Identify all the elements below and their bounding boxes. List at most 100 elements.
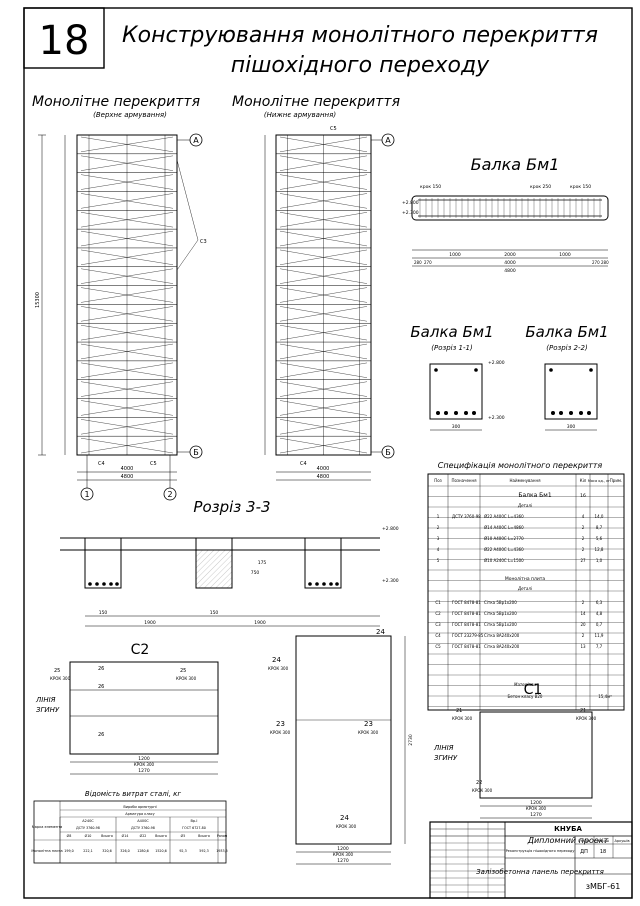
steel-std-1: ДСТУ 3760-98 [76,826,100,830]
section-1-title: Балка Бм1 [410,323,493,341]
sheet-title-line-2: пішохідного переходу [231,53,490,78]
mesh-c2-mark-25-right: 25 [180,668,186,674]
spec-beam-qty: 16 [580,493,586,499]
bottom-reinforcement-plan: Монолітне перекриття (Нижнє армування) 4… [232,94,400,481]
beam-section-1-1: Балка Бм1 (Розріз 1-1) 300 +2.800 +2.300 [410,323,505,431]
top-plan-mark-c3: С3 [200,239,207,245]
spec-details-label: Деталі [517,503,533,508]
top-plan-overall-dim: 15300 [35,292,41,308]
spec-slab-row-qty: 2 [582,633,585,638]
bottom-plan-mark-c5: С5 [330,126,337,132]
sheet-number-box: 18 [23,7,105,69]
sheet-frame [23,7,633,899]
mesh-tall-mark-24-top-right: 24 [376,628,385,636]
spec-header-qty: Кіл [580,478,587,483]
mesh-tall-mark-24-bottom: 24 [340,814,349,822]
mesh-tall-step-mid-right: КРОК 300 [358,730,379,735]
sheet-number: 18 [39,18,90,64]
spec-beam-row-qty: 2 [582,536,585,541]
section-3-level-top: +2.800 [382,526,399,532]
section-3-dim-175: 175 [258,560,267,566]
beam-elevation-title: Балка Бм1 [471,155,560,174]
mesh-c2-step-left: КРОК 300 [50,676,71,681]
section-3-dim-150-left: 150 [99,610,108,616]
spec-header-note: Прим. [610,478,622,483]
steel-class-a240: А240С [82,819,94,823]
steel-col-header: Всього [155,834,167,838]
mesh-c2: С2 25 КРОК 300 26 26 26 25 КРОК 300 ЛІНІ… [35,642,219,775]
mesh-tall-outline [295,635,392,845]
mesh-c1-mark-21-right: 21 [580,708,586,714]
spec-slab-row-mass: 7,7 [596,644,603,649]
sheet-title-line-1: Конструювання монолітного перекриття [122,23,598,48]
steel-col-header: Всього [101,834,113,838]
top-plan-axis-a: А [193,136,199,145]
mesh-c1: С1 21 КРОК 300 21 КРОК 300 22 КРОК 300 Л… [433,682,597,819]
section-3-rib-right [304,537,342,589]
spec-slab-row-name: Сітка 5Вр1х200 [484,611,517,616]
section-1-level-bottom: +2.300 [488,415,505,421]
mesh-c2-dim-1270: 1270 [138,768,150,774]
mesh-c2-title: С2 [131,642,150,658]
bottom-plan-axis-b: Б [385,448,391,457]
top-plan-subtitle: (Верхнє армування) [93,111,167,119]
title-block-signature-rows [430,822,505,898]
steel-value: 222,1 [83,849,92,853]
mesh-tall-mark-23-left: 23 [276,720,285,728]
steel-col-header: Ø10 [85,833,92,838]
section-3-dim-750: 750 [251,570,260,576]
steel-col-header: Ø8 [67,833,72,838]
beam-dim-270-left: 270 [424,260,432,265]
mesh-c2-dim-1200: 1200 [138,756,150,762]
spec-slab-row-qty: 2 [582,600,585,605]
spec-slab-row-pos: С5 [435,644,441,649]
spec-beam-row-name: Ø14 А400С L=4860 [484,525,524,530]
top-plan-axis-1: 1 [84,490,89,499]
steel-value: 1280,6 [137,849,149,853]
spec-slab-row-mass: 4,8 [596,611,603,616]
mesh-tall-dim-2730: 2730 [408,734,414,746]
mesh-c2-mark-25-left: 25 [54,668,60,674]
spec-slab-row-name: Сітка 5Вр1х200 [484,622,517,627]
beam-dim-270-right: 270 [592,260,600,265]
mesh-c2-mark-26-c: 26 [98,732,104,738]
beam-section-2-2: Балка Бм1 (Розріз 2-2) 300 [525,323,609,431]
mesh-tall-step-left: КРОК 300 [268,666,289,671]
spec-slab-row-pos: С1 [435,600,441,605]
bottom-plan-mark-c4: С4 [300,461,307,467]
section-3-rib-left [84,537,122,589]
steel-value: 1520,6 [155,849,167,853]
title-block-stage: ДП [580,849,588,855]
section-3-3: Розріз 3-3 150 750 150 1900 1900 175 +2.… [60,498,399,627]
section-2-outline [544,363,598,420]
beam-dim-1000-a: 1000 [449,252,461,258]
steel-class-vr1: Вр-І [191,819,198,823]
spec-beam-row-pos: 1 [437,514,440,519]
spec-beam-row-mass: 14,0 [595,514,604,519]
mesh-c1-mark-22: 22 [476,780,482,786]
spec-header-name: Найменування [510,478,542,483]
spec-beam-row-doc: ДСТУ 3760-98 [452,514,481,519]
steel-class-a400: А400С [137,819,149,823]
beam-elevation: Балка Бм1 крок 150 крок 250 крок 150 +2.… [402,155,609,274]
spec-header-doc: Позначення [451,478,477,483]
steel-col-mark: Марка елемента [32,825,63,829]
steel-col-header: Ø22 [140,833,147,838]
section-3-dim-1900-right: 1900 [254,620,266,626]
title-block-stage-label: Стадія [578,839,590,843]
mesh-c2-dim-step: КРОК 300 [134,762,155,767]
mesh-tall-mark-23-right: 23 [364,720,373,728]
mesh-tall-step-bottom: КРОК 300 [336,824,357,829]
spec-beam-row-name: Ø10 А240С L=1500 [484,558,524,563]
spec-slab-row-doc: ГОСТ 8478-81 [452,622,481,627]
mesh-c1-dim-step: КРОК 300 [526,806,547,811]
spec-slab-row-pos: С4 [435,633,441,638]
spec-beam-row-mass: 1,0 [596,558,603,563]
mesh-c2-outline [69,661,219,755]
bottom-plan-subtitle: (Нижнє армування) [264,111,336,119]
spec-slab-row-name: Сітка 8А240х200 [484,644,520,649]
